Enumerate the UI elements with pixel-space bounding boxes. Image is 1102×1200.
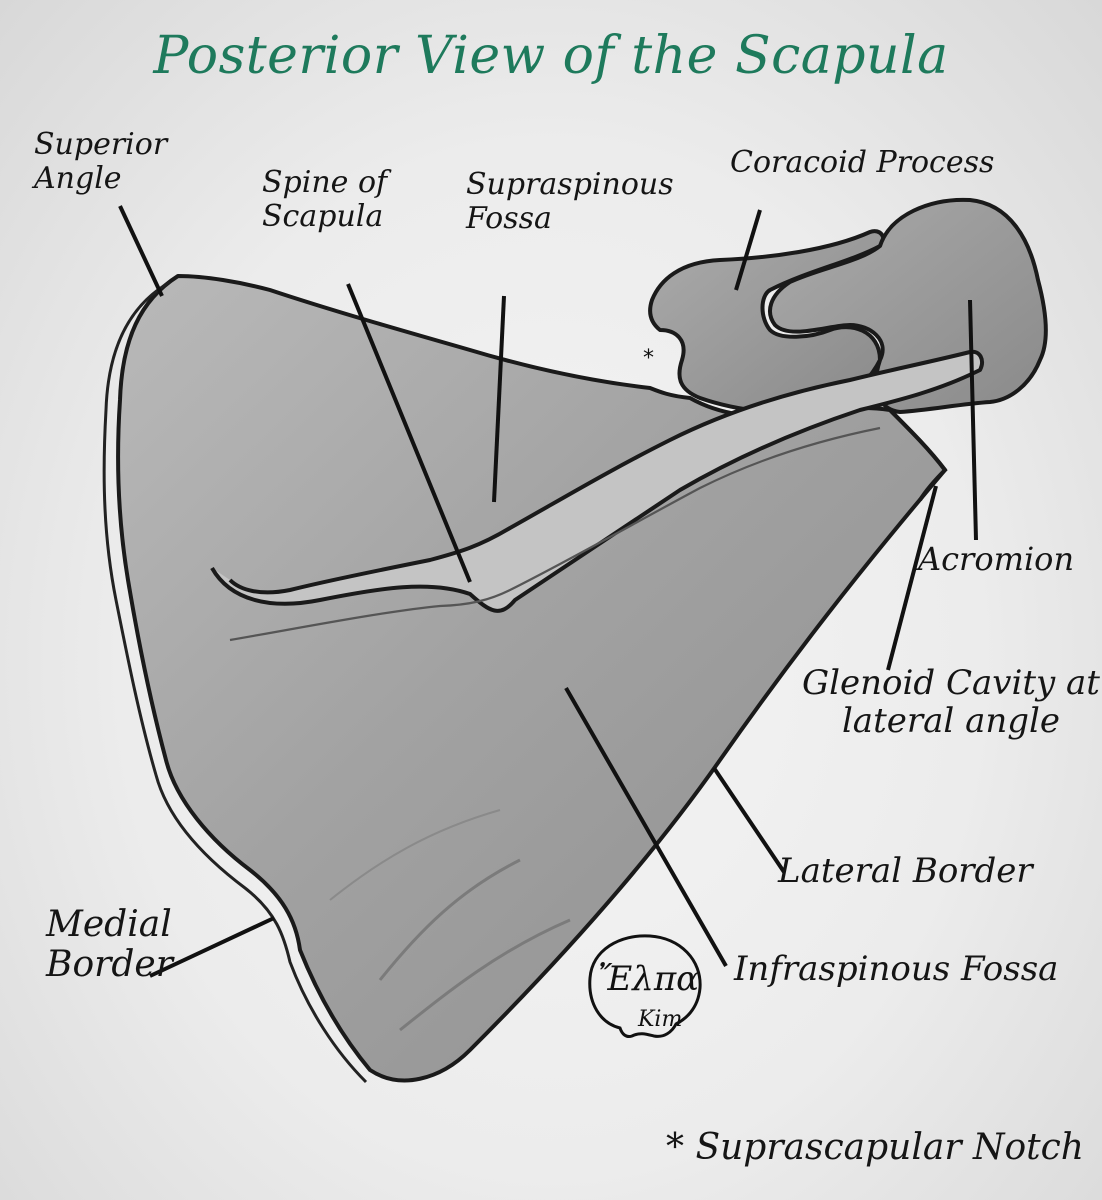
leader-medial-border — [149, 916, 275, 978]
leader-superior-angle — [118, 205, 164, 297]
leader-supraspinous-fossa — [492, 295, 506, 503]
leader-coracoid-process — [734, 209, 762, 291]
scapula-body — [116, 274, 947, 1083]
infraspinous-shading-2 — [399, 918, 571, 1032]
label-infraspinous-fossa: Infraspinous Fossa — [734, 949, 1059, 989]
label-lateral-border: Lateral Border — [778, 851, 1033, 891]
infraspinous-shading-1 — [378, 858, 521, 981]
leader-glenoid-cavity — [886, 485, 938, 671]
glenoid-ridge — [888, 408, 948, 502]
diagram-title: Posterior View of the Scapula — [153, 26, 949, 86]
label-suprascapular-notch: * Suprascapular Notch — [666, 1127, 1084, 1168]
suprascapular-notch-marker: * — [643, 346, 654, 371]
svg-text:Ἔλπα: Ἔλπα — [598, 959, 699, 999]
coracoid-process-shape — [648, 229, 886, 415]
leader-spine-of-scapula — [346, 283, 472, 583]
label-medial-border: Medial Border — [46, 904, 173, 986]
artist-signature: Ἔλπα Kim — [588, 934, 702, 1038]
infraspinous-shading-3 — [329, 809, 501, 901]
spine-lower-edge — [229, 426, 881, 642]
label-superior-angle: Superior Angle — [34, 127, 168, 196]
label-glenoid-cavity: Glenoid Cavity at lateral angle — [802, 663, 1100, 742]
label-coracoid-process: Coracoid Process — [730, 145, 995, 180]
medial-border-outer-line — [102, 280, 368, 1084]
leader-infraspinous-fossa — [564, 687, 728, 967]
scapular-spine — [210, 349, 984, 613]
label-spine-of-scapula: Spine of Scapula — [262, 165, 388, 234]
label-supraspinous-fossa: Supraspinous Fossa — [466, 167, 674, 236]
leader-acromion — [968, 299, 978, 541]
label-acromion: Acromion — [918, 540, 1075, 578]
svg-text:Kim: Kim — [637, 1007, 682, 1032]
leader-lateral-border — [712, 766, 786, 874]
